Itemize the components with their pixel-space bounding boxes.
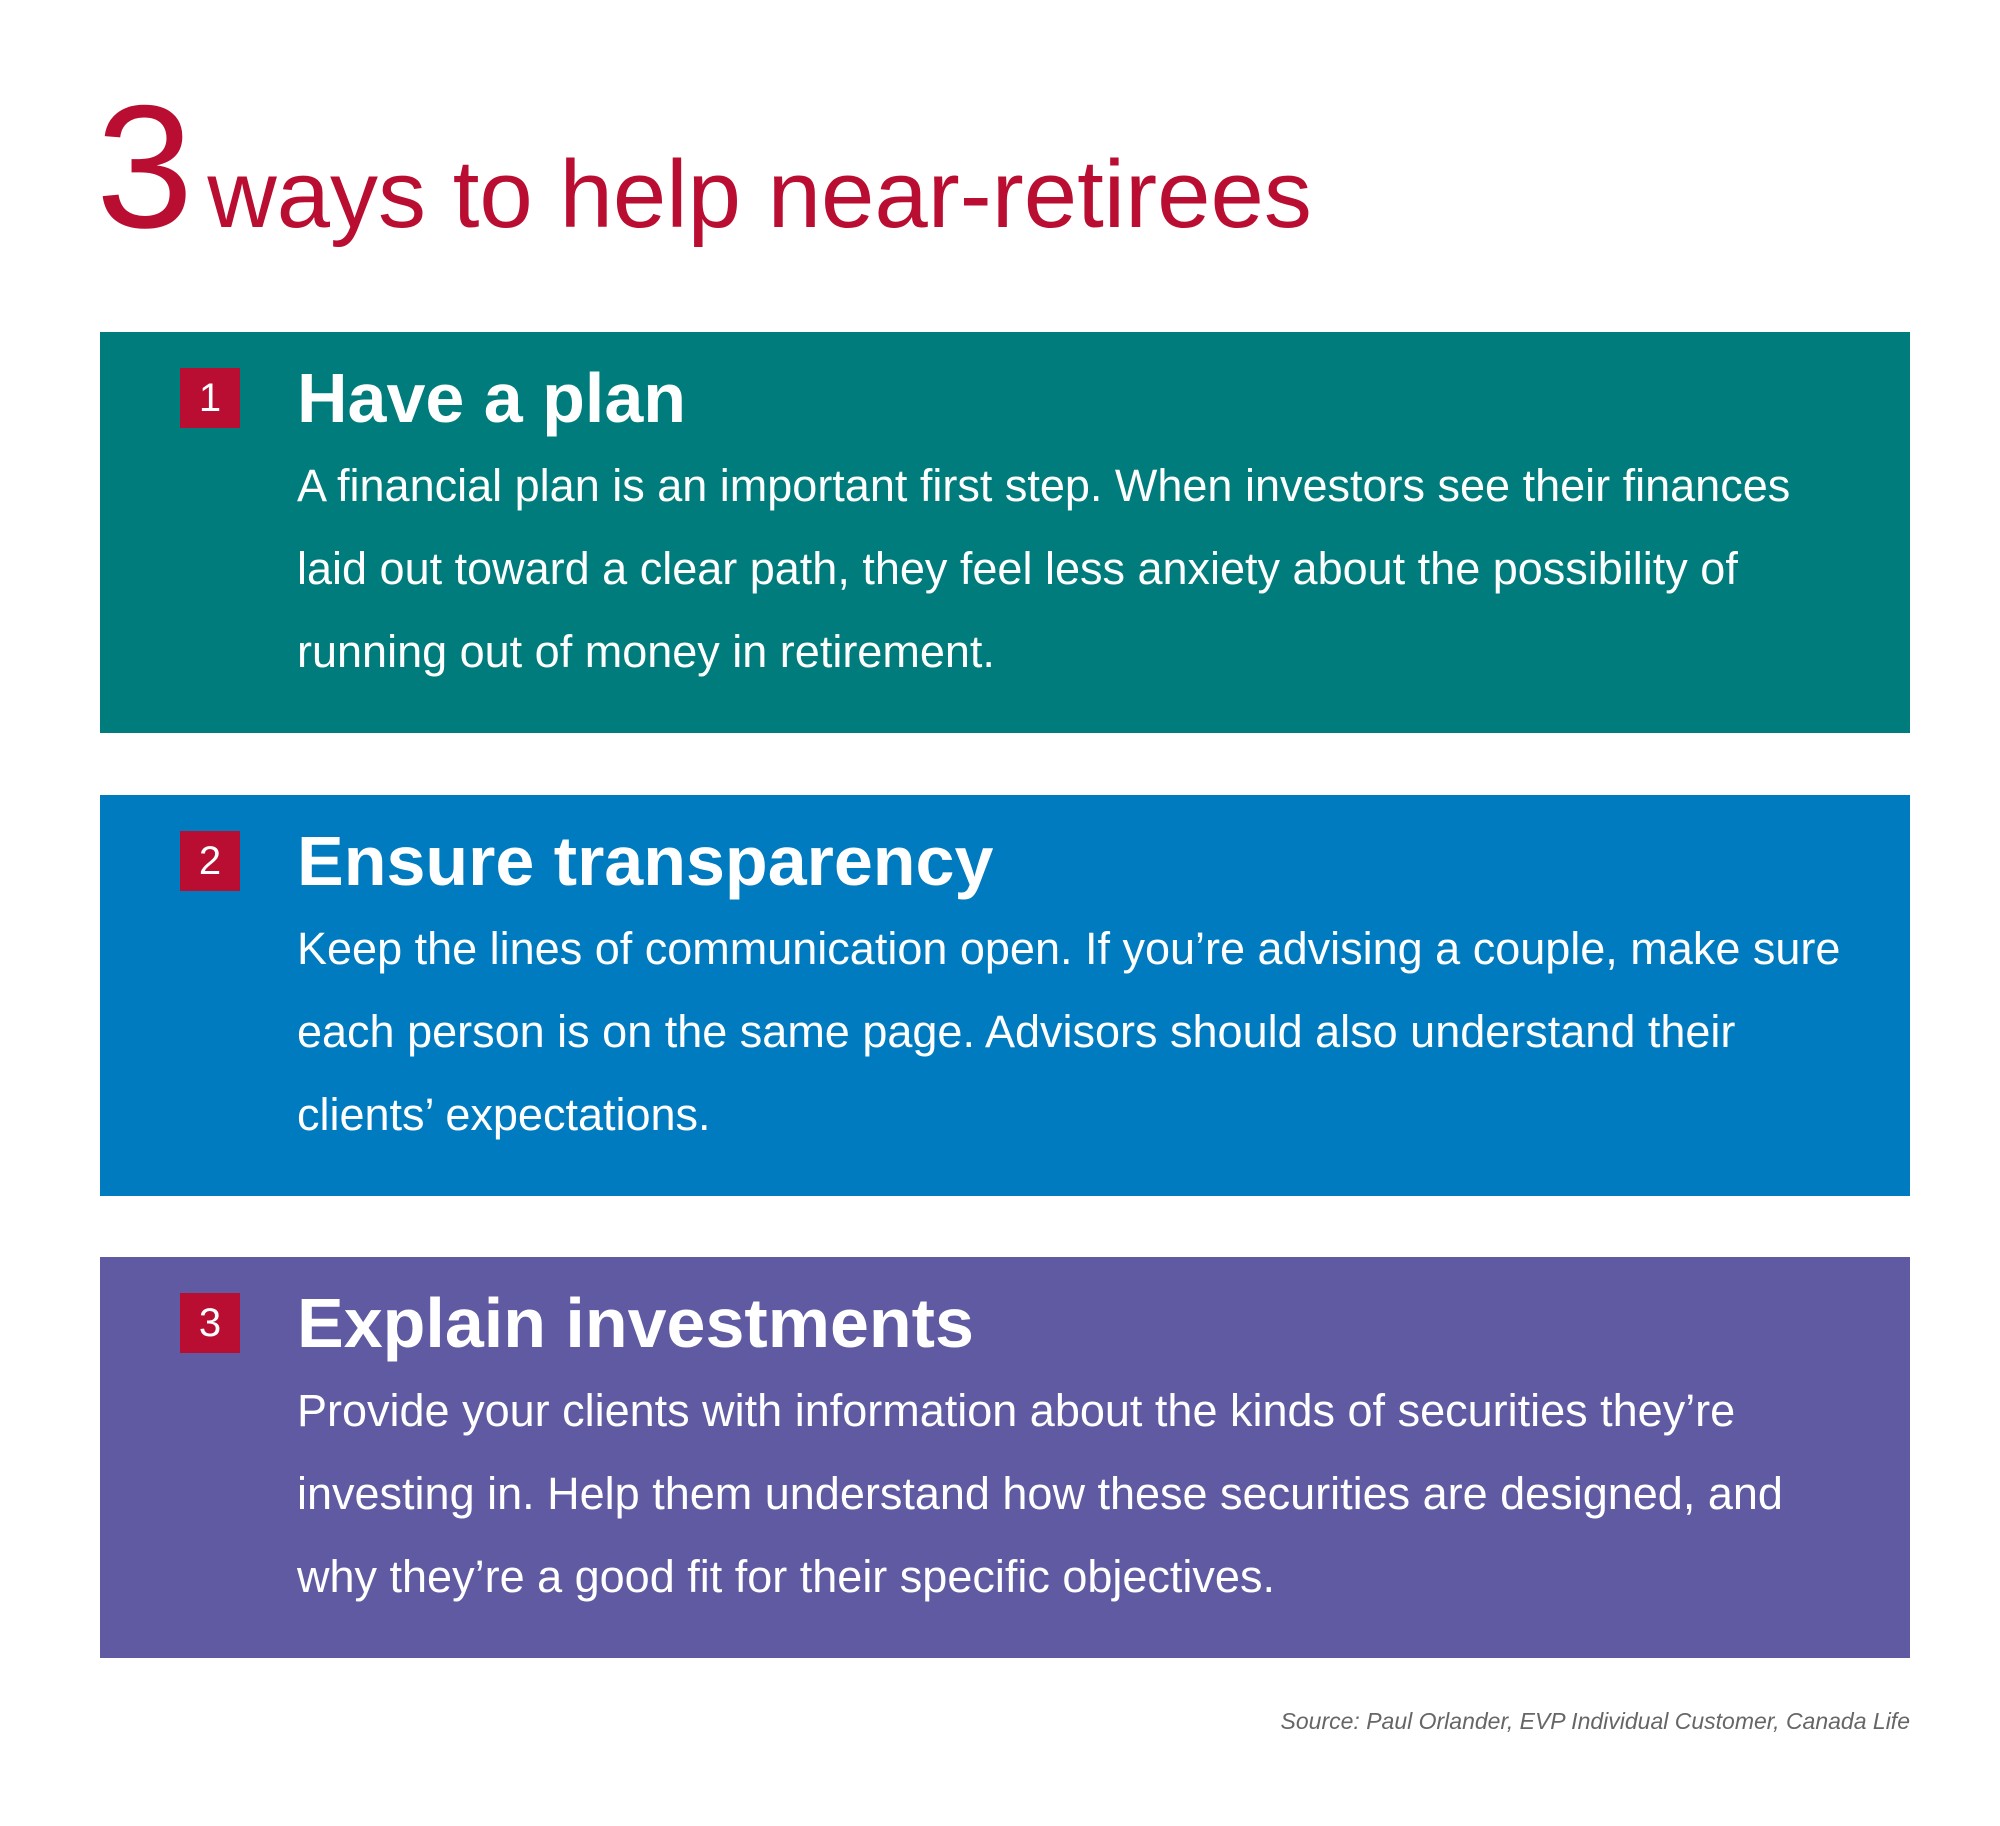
tip-body: Provide your clients with information ab… [297, 1385, 1783, 1602]
source-citation: Source: Paul Orlander, EVP Individual Cu… [1280, 1708, 1910, 1734]
tip-body: A financial plan is an important first s… [297, 460, 1791, 677]
tip-card-plan: 1 Have a plan A financial plan is an imp… [100, 332, 1910, 733]
title-text: ways to help near-retirees [207, 141, 1312, 248]
tip-heading: Ensure transparency [297, 822, 994, 900]
number-badge: 2 [180, 831, 240, 891]
tip-heading: Explain investments [297, 1284, 974, 1362]
tip-card-investments: 3 Explain investments Provide your clien… [100, 1257, 1910, 1658]
tip-card-transparency: 2 Ensure transparency Keep the lines of … [100, 795, 1910, 1196]
number-badge: 3 [180, 1293, 240, 1353]
tip-body: Keep the lines of communication open. If… [297, 923, 1841, 1140]
number-badge: 1 [180, 368, 240, 428]
tip-heading: Have a plan [297, 359, 687, 437]
title-number: 3 [96, 70, 193, 265]
